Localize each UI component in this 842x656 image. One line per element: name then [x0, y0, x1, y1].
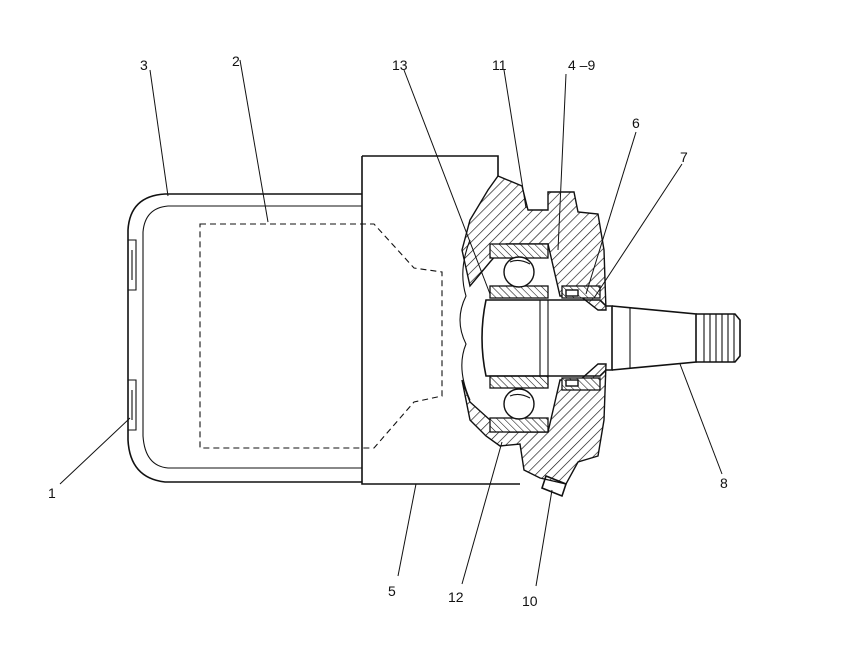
- hidden-internal-component: [199, 223, 443, 449]
- shaft-seal: [561, 285, 601, 391]
- callout-1: 1: [48, 485, 56, 501]
- flange-housing: [461, 175, 607, 311]
- callout-7: 7: [680, 149, 688, 165]
- callout-4-9: 4 –9: [568, 57, 595, 73]
- mounting-bolt: [541, 474, 567, 498]
- callout-3: 3: [140, 57, 148, 73]
- end-cap-housing: [127, 193, 362, 483]
- callout-10: 10: [522, 593, 538, 609]
- motor-shaft: [481, 299, 741, 377]
- shaft-thread: [703, 314, 735, 362]
- callout-6: 6: [632, 115, 640, 131]
- callout-13: 13: [392, 57, 408, 73]
- callout-8: 8: [720, 475, 728, 491]
- callout-12: 12: [448, 589, 464, 605]
- leader-lines: [59, 59, 723, 587]
- callout-2: 2: [232, 53, 240, 69]
- callout-5: 5: [388, 583, 396, 599]
- ball-bearing: [489, 243, 549, 433]
- breakaway-edge: [459, 239, 471, 401]
- callout-11: 11: [492, 57, 507, 73]
